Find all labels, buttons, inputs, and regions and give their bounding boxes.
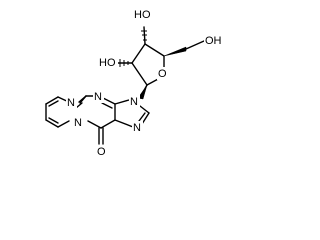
bond-c2-c3a-double: [48, 100, 59, 107]
label-carbonyl-oxygen: O: [97, 146, 106, 158]
bond-c4a-c5a: [45, 119, 59, 128]
label-n-imidazole: N: [133, 122, 141, 134]
bond-c5-o5: [185, 40, 205, 50]
bond-n7-c3b: [114, 119, 134, 128]
bond-c3-c4: [144, 43, 165, 57]
wedge-c4-c5: [163, 46, 187, 57]
bond-c10a-n9: [114, 99, 130, 105]
label-n-ring-fusion: N: [74, 117, 82, 129]
atom-labels: HO HO OH O N N N N N O: [66, 8, 224, 158]
molecule-structure: HO HO OH O N N N N N O: [45, 8, 224, 158]
bond-c2-c3: [131, 43, 146, 64]
stereo-bonds: [119, 30, 187, 100]
label-ho-top: HO: [134, 9, 151, 21]
bond-n10-c10a-double: [101, 102, 113, 109]
label-ring-oxygen: O: [158, 68, 167, 80]
label-n-glycosidic: N: [130, 96, 138, 108]
wedge-c1-n9: [137, 84, 148, 100]
label-ho-left: HO: [99, 57, 116, 69]
bond-c4a-c5a-double: [48, 117, 59, 124]
label-n-pyrimidine: N: [67, 97, 75, 109]
bond-n9-c8: [139, 105, 150, 114]
bonds: [45, 26, 205, 145]
bond-c8-n7: [141, 112, 150, 125]
bond-c2-c3a: [45, 96, 59, 105]
bond-c9a-n6: [79, 95, 87, 104]
bond-n10-c10a: [102, 97, 116, 105]
label-n-bridge: N: [94, 91, 102, 103]
bond-c4-n6: [87, 120, 102, 129]
bond-c8-n7-double: [138, 112, 146, 122]
bond-c5a-n6: [57, 120, 70, 128]
bond-c3b-c4: [100, 119, 116, 129]
label-oh-right: OH: [205, 35, 222, 47]
bond-c1-c2: [131, 62, 148, 86]
